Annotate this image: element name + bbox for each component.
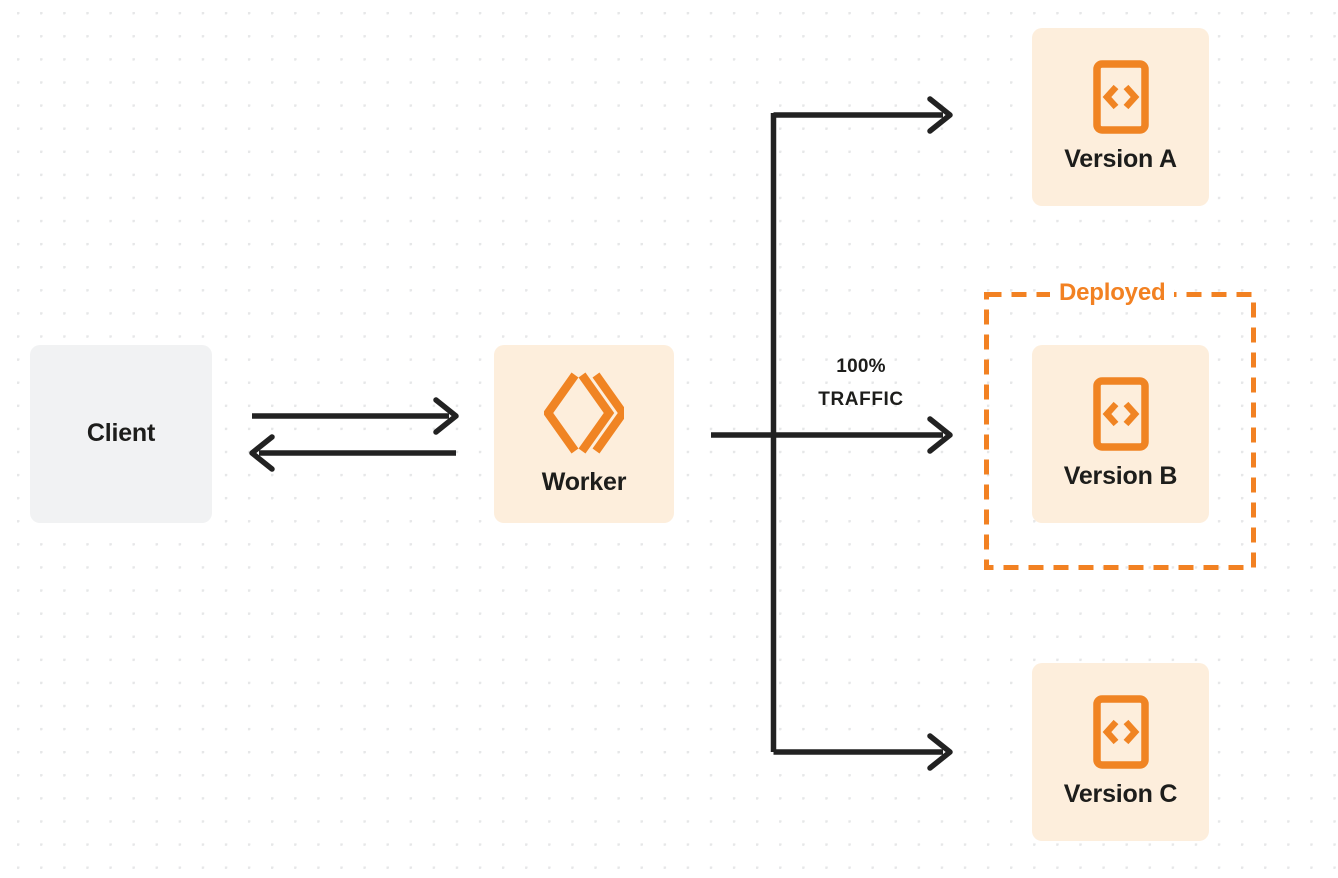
- cloudflare-workers-logo-icon: [544, 371, 624, 455]
- node-client-label: Client: [86, 419, 156, 448]
- node-version-b-label: Version B: [1063, 462, 1178, 491]
- traffic-word: TRAFFIC: [818, 389, 904, 410]
- edge-worker-to-client: [249, 434, 456, 472]
- code-brackets-icon: [1092, 60, 1149, 134]
- code-brackets-icon: [1092, 377, 1149, 451]
- node-client[interactable]: Client: [30, 345, 212, 523]
- node-version-c-label: Version C: [1063, 780, 1178, 809]
- node-worker-label: Worker: [541, 468, 627, 497]
- deployed-label: Deployed: [1050, 279, 1175, 307]
- node-version-b[interactable]: Version B: [1032, 345, 1209, 523]
- edge-client-to-worker: [252, 397, 459, 435]
- edge-worker-to-version-c: [773, 733, 953, 771]
- traffic-percent: 100%: [836, 356, 886, 377]
- node-version-c[interactable]: Version C: [1032, 663, 1209, 841]
- edge-worker-to-version-a: [773, 96, 953, 134]
- edge-worker-to-version-b: [711, 416, 953, 454]
- node-version-a-label: Version A: [1064, 145, 1177, 174]
- code-brackets-icon: [1092, 695, 1149, 769]
- node-version-a[interactable]: Version A: [1032, 28, 1209, 206]
- traffic-label: 100% TRAFFIC: [787, 350, 935, 416]
- node-worker[interactable]: Worker: [494, 345, 674, 523]
